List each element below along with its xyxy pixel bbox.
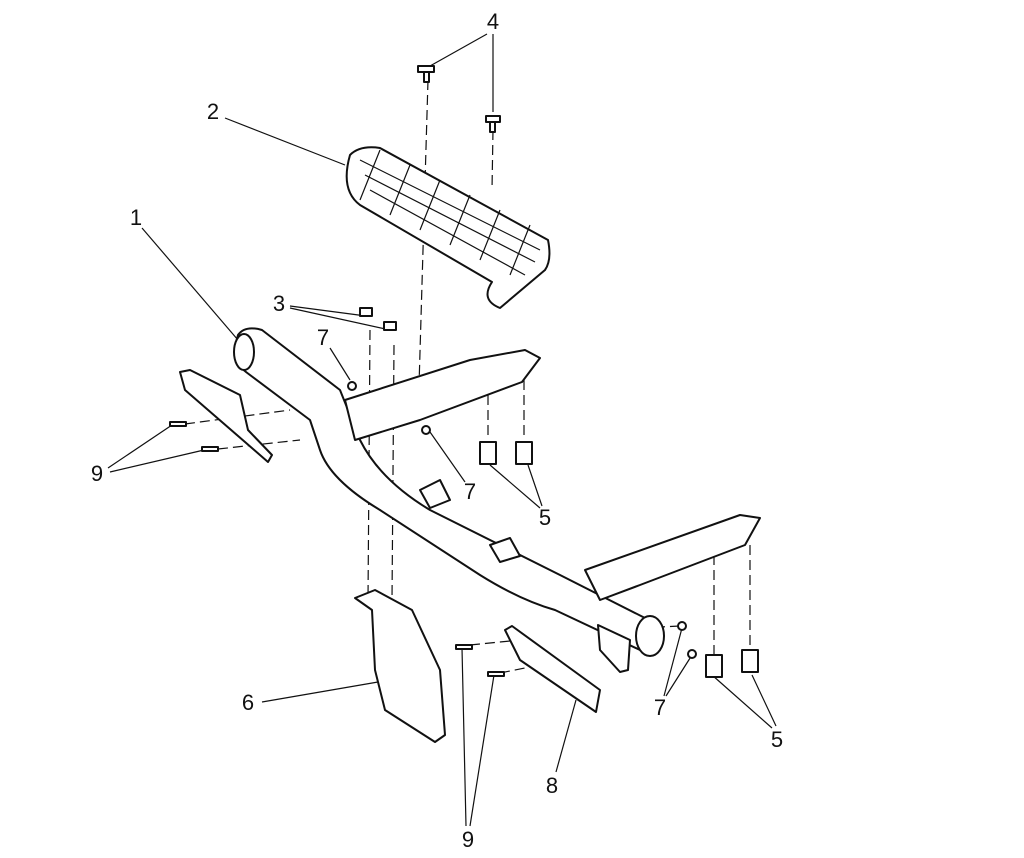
leader-lines	[107, 33, 777, 827]
left-bracket	[179, 369, 273, 463]
tube-frame	[233, 327, 761, 657]
mount-bracket-6	[354, 589, 446, 743]
callout-7b: 7	[463, 479, 477, 504]
callout-5b: 5	[770, 727, 784, 752]
brackets	[179, 369, 631, 743]
callout-8: 8	[545, 773, 559, 798]
callout-4: 4	[486, 9, 500, 34]
callout-9b: 9	[461, 827, 475, 852]
callout-7c: 7	[653, 695, 667, 720]
side-bracket-8	[504, 625, 601, 713]
callout-6: 6	[241, 690, 255, 715]
callout-3: 3	[272, 291, 286, 316]
step-plate	[345, 146, 551, 309]
callout-2: 2	[206, 99, 220, 124]
callout-5a: 5	[538, 505, 552, 530]
fasteners	[169, 65, 759, 678]
callout-7a: 7	[316, 325, 330, 350]
callout-1: 1	[129, 205, 143, 230]
callout-9a: 9	[90, 461, 104, 486]
